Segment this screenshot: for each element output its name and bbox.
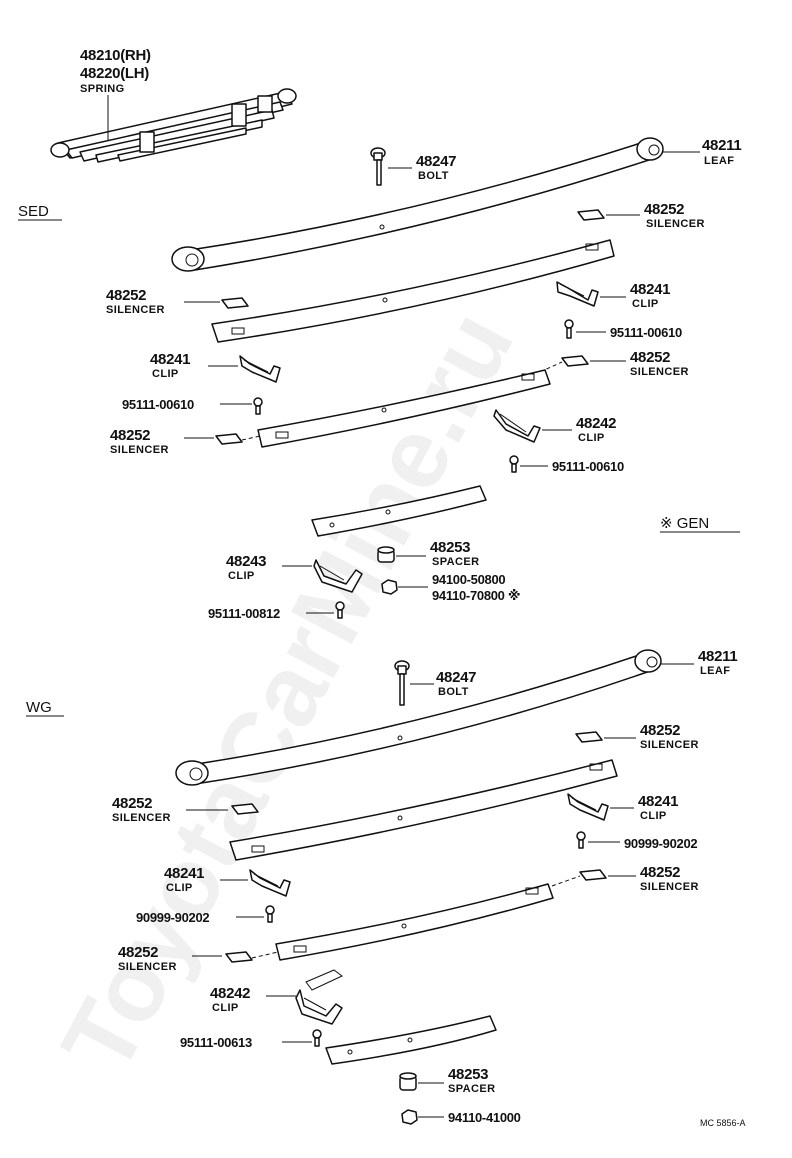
wg-silencer-left-2 xyxy=(231,803,259,815)
wg-leaf-3 xyxy=(275,883,554,961)
spring-part-name: SPRING xyxy=(80,83,125,95)
wg-silencer4-part-number: 48252 xyxy=(118,944,158,961)
sed-clip-48242 xyxy=(493,409,541,443)
sed-silencer-left-4 xyxy=(215,433,243,445)
sed-screw4-part-number: 95111-00812 xyxy=(208,606,280,621)
sed-clip2-part-name: CLIP xyxy=(152,368,179,380)
wg-nut-94110-41000 xyxy=(401,1109,418,1125)
wg-clip1-part-number: 48241 xyxy=(638,793,678,810)
wg-spacer-48253 xyxy=(399,1072,417,1091)
sed-silencer4-part-number: 48252 xyxy=(110,427,150,444)
wg-clip2-part-name: CLIP xyxy=(166,882,193,894)
wg-silencer-left-4 xyxy=(225,951,253,963)
wg-screw-90999-90202-b xyxy=(265,905,275,923)
sed-leaf-part-number: 48211 xyxy=(702,137,741,154)
wg-clip2-part-number: 48241 xyxy=(164,865,204,882)
wg-leaf-48211 xyxy=(175,649,662,786)
sed-clip1-part-name: CLIP xyxy=(632,298,659,310)
wg-silencer3-part-number: 48252 xyxy=(640,864,680,881)
sed-silencer1-part-name: SILENCER xyxy=(646,218,705,230)
sed-bolt-part-number: 48247 xyxy=(416,153,456,170)
sed-silencer2-part-name: SILENCER xyxy=(106,304,165,316)
sed-spacer-48253 xyxy=(377,546,395,563)
wg-bolt-part-number: 48247 xyxy=(436,669,476,686)
sed-clip4-part-name: CLIP xyxy=(228,570,255,582)
wg-leaf-bottom xyxy=(325,1015,497,1065)
wg-clip1-part-name: CLIP xyxy=(640,810,667,822)
sed-bolt-48247 xyxy=(370,147,386,186)
sed-bolt-part-name: BOLT xyxy=(418,170,449,182)
wg-silencer2-part-name: SILENCER xyxy=(112,812,171,824)
sed-clip3-part-number: 48242 xyxy=(576,415,616,432)
sed-screw2-part-number: 95111-00610 xyxy=(122,397,194,412)
wg-screw2-part-number: 90999-90202 xyxy=(136,910,209,925)
spring-assembly-drawing xyxy=(50,88,297,163)
sed-clip2-part-number: 48241 xyxy=(150,351,190,368)
sed-clip3-part-name: CLIP xyxy=(578,432,605,444)
section-label-gen: ※ GEN xyxy=(660,515,709,532)
wg-spacer-part-number: 48253 xyxy=(448,1066,488,1083)
wg-clip-48241-left xyxy=(249,869,291,897)
sed-screw-95111-00812 xyxy=(335,601,345,619)
wg-clip-48242 xyxy=(295,969,343,1025)
sed-clip-48243 xyxy=(313,559,363,593)
sed-screw-95111-00610-a xyxy=(564,319,574,339)
sed-screw-95111-00610-c xyxy=(509,455,519,473)
wg-silencer-right-1 xyxy=(575,731,603,743)
sed-silencer-left-2 xyxy=(221,297,249,309)
sed-leaf-48211 xyxy=(171,137,664,272)
sed-silencer3-part-name: SILENCER xyxy=(630,366,689,378)
sed-silencer-right-3 xyxy=(561,355,589,367)
wg-silencer1-part-number: 48252 xyxy=(640,722,680,739)
sed-clip-48241-right xyxy=(556,281,599,307)
wg-screw3-part-number: 95111-00613 xyxy=(180,1035,252,1050)
wg-leaf-part-number: 48211 xyxy=(698,648,737,665)
wg-screw-90999-90202-a xyxy=(576,831,586,849)
wg-nut-part-number: 94110-41000 xyxy=(448,1110,521,1125)
section-label-wg: WG xyxy=(26,699,52,716)
sed-silencer1-part-number: 48252 xyxy=(644,201,684,218)
wg-silencer-right-3 xyxy=(579,869,607,881)
sed-leaf-part-name: LEAF xyxy=(704,155,734,167)
sed-spacer-part-name: SPACER xyxy=(432,556,479,568)
wg-silencer2-part-number: 48252 xyxy=(112,795,152,812)
wg-screw1-part-number: 90999-90202 xyxy=(624,836,697,851)
wg-bolt-part-name: BOLT xyxy=(438,686,469,698)
wg-leaf-part-name: LEAF xyxy=(700,665,730,677)
sed-screw-95111-00610-b xyxy=(253,397,263,415)
sed-silencer2-part-number: 48252 xyxy=(106,287,146,304)
sed-nut1-part-number: 94100-50800 xyxy=(432,572,505,587)
sed-nut xyxy=(381,579,398,595)
sed-silencer4-part-name: SILENCER xyxy=(110,444,169,456)
sed-silencer-right-1 xyxy=(577,209,605,221)
reference-code: MC 5856-A xyxy=(700,1118,746,1128)
wg-clip-48241-right xyxy=(567,793,609,821)
sed-silencer3-part-number: 48252 xyxy=(630,349,670,366)
wg-silencer1-part-name: SILENCER xyxy=(640,739,699,751)
sed-leaf-bottom xyxy=(311,485,487,537)
wg-spacer-part-name: SPACER xyxy=(448,1083,495,1095)
wg-silencer3-part-name: SILENCER xyxy=(640,881,699,893)
wg-bolt-48247 xyxy=(394,660,410,706)
spring-part-number-lh: 48220(LH) xyxy=(80,65,149,82)
sed-screw3-part-number: 95111-00610 xyxy=(552,459,624,474)
wg-clip3-part-number: 48242 xyxy=(210,985,250,1002)
sed-clip-48241-left xyxy=(239,355,281,383)
sed-clip4-part-number: 48243 xyxy=(226,553,266,570)
sed-clip1-part-number: 48241 xyxy=(630,281,670,298)
sed-screw1-part-number: 95111-00610 xyxy=(610,325,682,340)
spring-part-number-rh: 48210(RH) xyxy=(80,47,151,64)
sed-leaf-2 xyxy=(211,239,615,343)
sed-leaf-3 xyxy=(257,369,551,448)
sed-spacer-part-number: 48253 xyxy=(430,539,470,556)
wg-silencer4-part-name: SILENCER xyxy=(118,961,177,973)
sed-nut2-part-number: 94110-70800 ※ xyxy=(432,588,520,603)
wg-screw-95111-00613 xyxy=(312,1029,322,1047)
section-label-sed: SED xyxy=(18,203,49,220)
wg-leaf-2 xyxy=(229,759,618,861)
wg-clip3-part-name: CLIP xyxy=(212,1002,239,1014)
